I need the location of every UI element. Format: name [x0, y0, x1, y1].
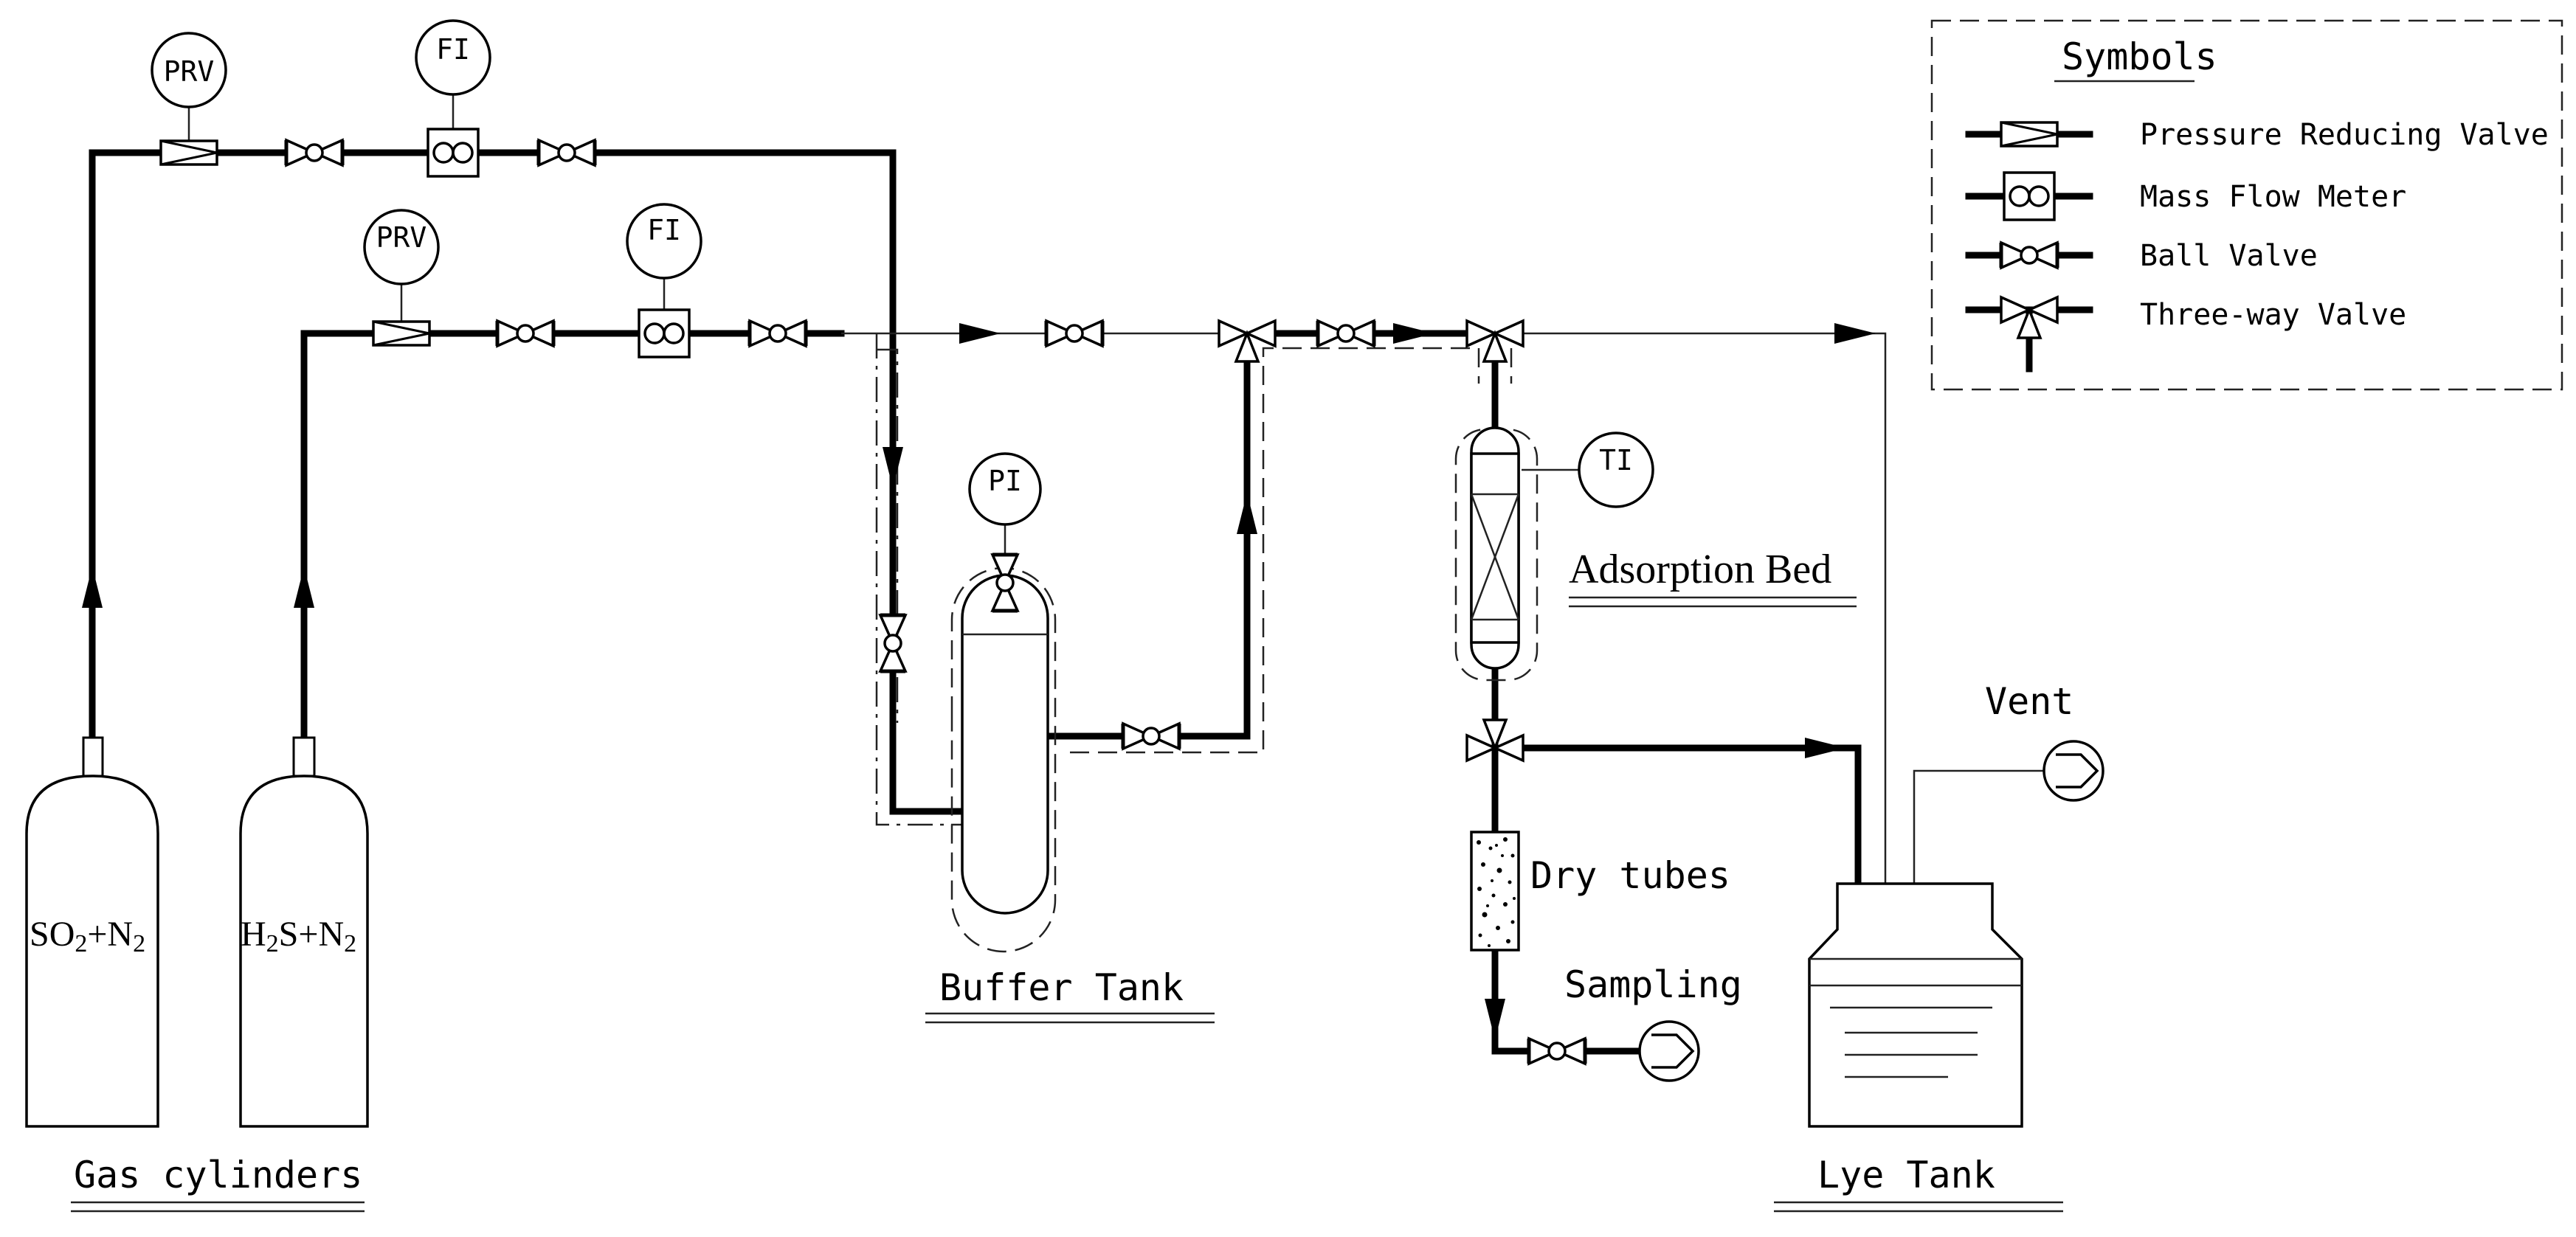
ball-valve-icon: [497, 321, 553, 346]
flow-arrow-icon: [1237, 493, 1257, 534]
dry-tubes-label: Dry tubes: [1530, 854, 1730, 897]
legend-title: Symbols: [2062, 35, 2217, 78]
ball-valve-icon: [1123, 724, 1179, 749]
gas-cylinder-so2: SO2+N2: [25, 736, 159, 1128]
gas-cylinders-label: Gas cylinders: [74, 1154, 362, 1196]
legend-item-three-way-valve: Three-way Valve: [2140, 298, 2406, 332]
ball-valve-icon: [750, 321, 806, 346]
pressure-reducing-valve-icon: [159, 139, 218, 166]
so2-line-components: PRV FI: [151, 19, 595, 178]
flow-arrow-icon: [959, 323, 1001, 344]
ball-valve-icon: [1529, 1039, 1585, 1064]
heat-tracing-line: [875, 333, 970, 826]
ball-valve-icon: [539, 140, 595, 165]
ball-valve-icon: [1318, 321, 1374, 346]
sampling-label: Sampling: [1564, 963, 1742, 1006]
svg-text:SO2+N2: SO2+N2: [30, 915, 145, 957]
ti-label: TI: [1599, 444, 1633, 477]
heat-tracing-line-2: [877, 348, 899, 723]
three-way-valve-icon: [2000, 296, 2059, 339]
pressure-reducing-valve-icon: [2000, 121, 2059, 148]
adsorption-bed: TI: [1465, 426, 1846, 762]
legend-item-prv: Pressure Reducing Valve: [2140, 118, 2549, 152]
adsorption-bed-label: Adsorption Bed: [1569, 547, 1831, 592]
prv-bottom-label: PRV: [376, 221, 427, 254]
legend-item-ball-valve: Ball Valve: [2140, 239, 2318, 273]
pump-icon: [2043, 740, 2104, 802]
three-way-valve-icon: [1465, 319, 1524, 363]
symbols-legend: Symbols Pressure Reducing Valve Mass Flo…: [1930, 19, 2563, 391]
gas-cylinder-h2s: H2S+N2: [239, 736, 369, 1128]
flow-arrow-icon: [1393, 323, 1434, 344]
svg-text:H2S+N2: H2S+N2: [241, 915, 356, 957]
ball-valve-icon: [1046, 321, 1102, 346]
fi-bottom-label: FI: [647, 214, 681, 246]
ball-valve-icon: [880, 615, 905, 671]
flow-arrow-icon: [883, 447, 903, 488]
mass-flow-meter-icon: [427, 128, 480, 178]
h2s-line-components: PRV FI: [363, 203, 806, 358]
legend-item-mfm: Mass Flow Meter: [2140, 180, 2406, 214]
flow-arrow-icon: [294, 566, 314, 608]
dry-tubes: [1470, 831, 1700, 1082]
pi-label: PI: [988, 465, 1022, 497]
lye-tank-label: Lye Tank: [1817, 1154, 1995, 1196]
ball-valve-icon: [992, 555, 1018, 611]
lye-tank: [1808, 740, 2104, 1128]
flow-arrow-icon: [1485, 999, 1505, 1040]
ball-valve-icon: [2001, 243, 2057, 268]
flow-arrow-icon: [1805, 738, 1846, 758]
section-labels: Gas cylinders Buffer Tank Adsorption Bed…: [71, 547, 2073, 1213]
flow-arrow-icon: [82, 566, 103, 608]
buffer-tank-label: Buffer Tank: [939, 966, 1184, 1009]
vent-label: Vent: [1985, 680, 2073, 723]
pressure-reducing-valve-icon: [372, 320, 431, 347]
prv-top-label: PRV: [164, 55, 215, 88]
pump-icon: [1638, 1020, 1700, 1082]
buffer-tank: PI: [961, 452, 1179, 915]
flow-arrow-icon: [1834, 323, 1876, 344]
piping: [89, 149, 2044, 1103]
ball-valve-icon: [286, 140, 342, 165]
three-way-valve-icon: [1218, 319, 1277, 363]
mass-flow-meter-icon: [638, 308, 691, 358]
fi-top-label: FI: [436, 33, 470, 66]
mass-flow-meter-icon: [2003, 171, 2056, 221]
